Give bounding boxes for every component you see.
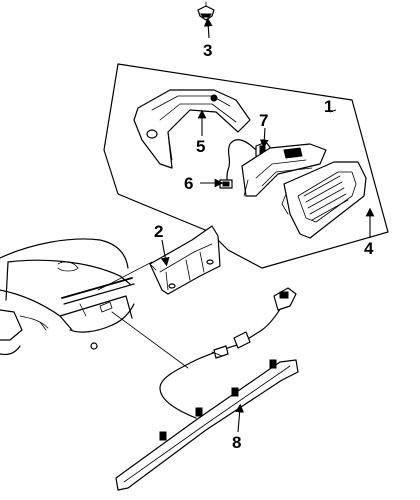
lamp-lens: [281, 161, 367, 239]
car-to-bracket-line: [97, 261, 153, 291]
leader-3: [203, 17, 213, 39]
callout-4: 4: [364, 239, 374, 258]
callout-5: 5: [196, 137, 205, 156]
leader-8: [235, 403, 245, 433]
callout-1: 1: [324, 97, 333, 116]
lamp-reflector-unit: [241, 143, 327, 197]
leader-1: [329, 109, 337, 113]
assembly-boundary: [103, 63, 389, 269]
car-to-strip-line: [111, 311, 189, 369]
callout-3: 3: [203, 41, 212, 60]
leader-2: [160, 239, 170, 267]
strip-lamp-cable: [159, 287, 297, 419]
strip-lamp: [115, 359, 299, 491]
vehicle-rear: [0, 238, 135, 356]
lamp-housing: [133, 89, 251, 169]
mounting-bracket: [149, 225, 221, 295]
callout-2: 2: [154, 222, 163, 241]
callout-7: 7: [259, 111, 268, 130]
fastener-clip: [197, 1, 215, 21]
callout-8: 8: [232, 433, 241, 452]
leader-7: [259, 127, 269, 149]
callout-6: 6: [184, 174, 193, 193]
